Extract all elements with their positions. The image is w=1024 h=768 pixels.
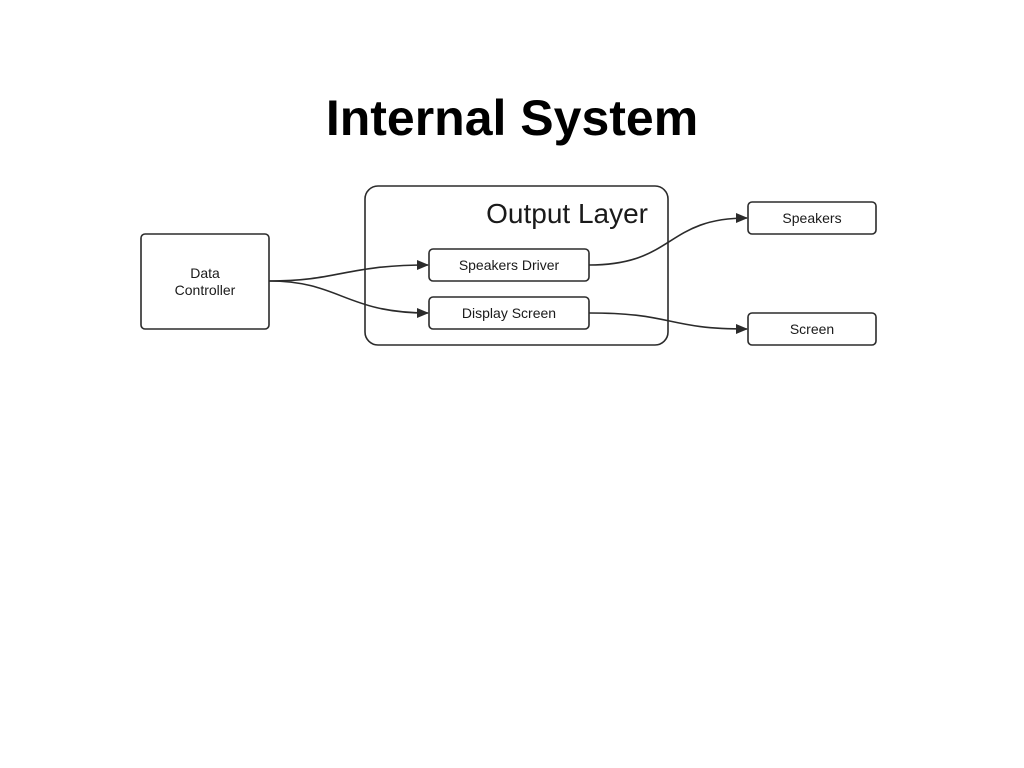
speakers-box bbox=[747, 201, 877, 235]
screen-node: Screen bbox=[747, 312, 877, 346]
output-layer-label: Output Layer bbox=[486, 198, 648, 229]
speakers-driver-label: Speakers Driver bbox=[459, 257, 560, 273]
data-controller-label-line1: Data bbox=[190, 265, 220, 281]
screen-label: Screen bbox=[790, 321, 834, 337]
speakers-label: Speakers bbox=[782, 210, 841, 226]
edge-data-controller-to-display-screen bbox=[268, 280, 429, 318]
data-controller-node: Data Controller bbox=[140, 233, 270, 330]
data-controller-label-line2: Controller bbox=[175, 282, 236, 298]
speakers-node: Speakers bbox=[747, 201, 877, 235]
slide-title: Internal System bbox=[325, 90, 699, 146]
connectors bbox=[268, 213, 748, 334]
edge-speakers-driver-to-speakers bbox=[588, 213, 748, 266]
speakers-driver-node: Speakers Driver bbox=[428, 248, 590, 282]
screen-box bbox=[747, 312, 877, 346]
edge-display-screen-to-screen bbox=[588, 312, 748, 334]
display-screen-label: Display Screen bbox=[462, 305, 556, 321]
edge-data-controller-to-speakers-driver bbox=[268, 260, 429, 282]
display-screen-node: Display Screen bbox=[428, 296, 590, 330]
